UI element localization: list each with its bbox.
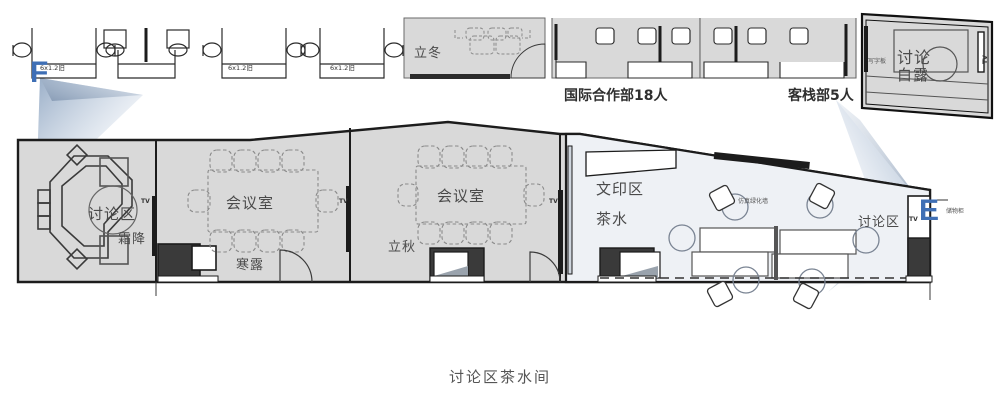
zone-title-meeting-1: 会议室 xyxy=(226,194,275,212)
tv-label-zone2: TV xyxy=(339,198,348,205)
green-wall-label: 仿真绿化墙 xyxy=(738,198,769,205)
zone-name-shuangjiang: 霜降 xyxy=(118,232,147,247)
tv-label-zone1: TV xyxy=(141,198,150,205)
whiteboard-label: 写字板 xyxy=(868,58,887,65)
room-label-discussion-top: 讨论 xyxy=(897,48,932,67)
locker-label: 储物柜 xyxy=(946,208,965,215)
tv-label-lounge: TV xyxy=(909,216,918,223)
green-wall-band xyxy=(713,152,810,170)
tv-label-zone3: TV xyxy=(549,198,558,205)
zone-meeting-liqiu xyxy=(397,145,545,245)
zone-title-discussion-left: 讨论区 xyxy=(88,205,137,223)
zone-lounge xyxy=(600,152,948,310)
zone-print-tea xyxy=(585,149,677,283)
room-label-bailu: 白露 xyxy=(897,66,930,84)
zone-name-hanlu: 寒露 xyxy=(236,258,265,273)
desk-code-3: 6x1.2旧 xyxy=(228,64,253,72)
desk-cluster-2 xyxy=(103,28,190,79)
zone-discussion-shuangjiang xyxy=(37,143,219,283)
zone-name-liqiu: 立秋 xyxy=(388,240,417,255)
zone-meeting-hanlu xyxy=(187,149,339,253)
dept-label-intl: 国际合作部18人 xyxy=(564,88,668,104)
view-marker-f[interactable]: F xyxy=(30,56,49,89)
room-bailu xyxy=(860,12,994,120)
desk-code-4: 6x1.2旧 xyxy=(330,64,355,72)
workstation-bank-inn xyxy=(699,18,857,79)
zone-title-lounge-discussion: 讨论区 xyxy=(858,215,901,230)
view-marker-e[interactable]: E xyxy=(919,194,940,227)
workstation-bank-intl xyxy=(551,18,701,79)
room-lidong xyxy=(403,17,546,79)
dept-label-inn: 客栈部5人 xyxy=(788,88,854,104)
zone-label-print: 文印区 xyxy=(596,180,645,198)
desk-cluster-4 xyxy=(300,28,404,79)
zone-label-tea: 茶水 xyxy=(596,210,629,228)
room-label-lidong: 立冬 xyxy=(414,46,443,61)
desk-code-1: 6x1.2旧 xyxy=(40,64,65,72)
zone-title-meeting-2: 会议室 xyxy=(437,187,486,205)
desk-cluster-3 xyxy=(202,28,306,79)
figure-caption: 讨论区茶水间 xyxy=(448,368,551,386)
tv-label-bailu: TV xyxy=(982,55,989,64)
desk-cluster-1 xyxy=(12,28,116,79)
